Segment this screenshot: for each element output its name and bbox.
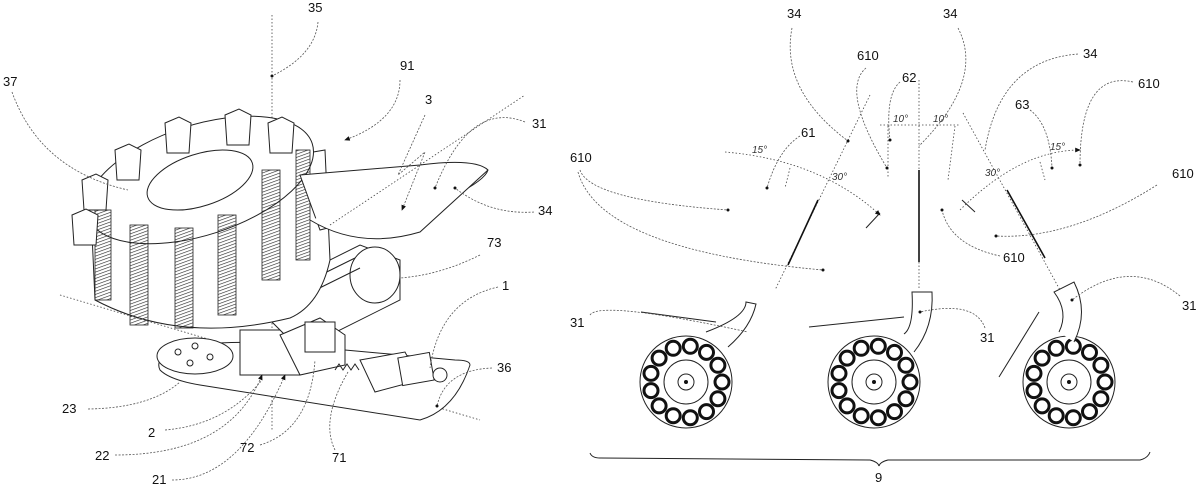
unit-center: [808, 291, 933, 429]
label-9: 9: [875, 470, 882, 485]
actuator-71: [334, 351, 448, 393]
rotor-drum: [71, 108, 331, 329]
motor-72: [279, 317, 346, 376]
label-61: 61: [801, 125, 815, 140]
roller-ring: [869, 409, 887, 427]
label-22: 22: [95, 448, 109, 463]
label-91: 91: [400, 58, 414, 73]
label-73: 73: [487, 235, 501, 250]
roller-ring: [709, 356, 727, 374]
roller-ring: [1047, 339, 1065, 357]
left-perspective-view: 35 37 91 3 31 34 73 1 36 23 2 22 72 71 2…: [3, 0, 552, 487]
label-31-b: 31: [980, 330, 994, 345]
roller-ring: [681, 409, 699, 427]
label-62: 62: [902, 70, 916, 85]
roller-ring: [838, 397, 856, 415]
roller-ring: [1092, 390, 1110, 408]
label-34-b: 34: [943, 6, 957, 21]
roller-ring: [698, 343, 715, 361]
label-610-c: 610: [570, 150, 592, 165]
roller-ring: [1096, 373, 1114, 391]
roller-ring: [709, 390, 727, 408]
label-72: 72: [240, 440, 254, 455]
roller-ring: [901, 373, 919, 391]
roller-ring: [897, 390, 915, 408]
label-21: 21: [152, 472, 166, 487]
angle-30-right: 30°: [985, 168, 1000, 179]
label-31-c: 31: [1182, 298, 1196, 313]
roller-ring: [650, 397, 668, 415]
unit-left: [639, 301, 757, 429]
roller-ring: [1092, 356, 1110, 374]
roller-ring: [852, 339, 870, 357]
roller-ring: [1081, 343, 1098, 361]
label-610-b: 610: [1138, 76, 1160, 91]
roller-ring: [713, 373, 731, 391]
label-63: 63: [1015, 97, 1029, 112]
roller-ring: [886, 403, 903, 421]
angle-15-left: 15°: [752, 145, 767, 156]
angle-30-left: 30°: [832, 172, 847, 183]
rotor-blades: [94, 149, 311, 329]
label-35: 35: [308, 0, 322, 15]
label-610-a: 610: [857, 48, 879, 63]
rotor-opening: [146, 149, 254, 211]
roller-ring: [1064, 409, 1082, 427]
unit-right: [998, 281, 1116, 429]
label-37: 37: [3, 74, 17, 89]
pulley: [156, 337, 234, 375]
label-610-d: 610: [1172, 166, 1194, 181]
label-34-a: 34: [787, 6, 801, 21]
roller-ring: [650, 349, 668, 367]
roller-ring: [1033, 349, 1051, 367]
roller-ring: [664, 407, 682, 425]
roller-ring: [886, 343, 903, 361]
angle-10-right: 10°: [933, 114, 948, 125]
roller-ring: [642, 382, 660, 400]
roller-ring: [681, 337, 699, 355]
roller-ring: [838, 349, 856, 367]
label-34-c: 34: [1083, 46, 1097, 61]
deflector-plate: [299, 94, 526, 240]
angle-10-left: 10°: [893, 114, 908, 125]
roller-ring: [897, 356, 915, 374]
roller-ring: [1025, 364, 1043, 382]
label-31: 31: [532, 116, 546, 131]
roller-ring: [664, 339, 682, 357]
roller-ring: [869, 337, 887, 355]
roller-ring: [830, 364, 848, 382]
roller-ring: [830, 382, 848, 400]
roller-ring: [1047, 407, 1065, 425]
label-1: 1: [502, 278, 509, 293]
label-34: 34: [538, 203, 552, 218]
label-71: 71: [332, 450, 346, 465]
label-610-e: 610: [1003, 250, 1025, 265]
roller-ring: [642, 364, 660, 382]
roller-ring: [1081, 403, 1098, 421]
label-2: 2: [148, 425, 155, 440]
blade-tips: [71, 108, 295, 246]
roller-ring: [1025, 382, 1043, 400]
right-front-view: 15° 30° 10° 10° 30° 15°: [570, 6, 1196, 485]
angle-15-right: 15°: [1050, 142, 1065, 153]
group-brace: [589, 451, 1151, 467]
roller-ring: [852, 407, 870, 425]
label-36: 36: [497, 360, 511, 375]
roller-ring: [1033, 397, 1051, 415]
label-31-a: 31: [570, 315, 584, 330]
label-3: 3: [425, 92, 432, 107]
roller-ring: [698, 403, 715, 421]
label-23: 23: [62, 401, 76, 416]
